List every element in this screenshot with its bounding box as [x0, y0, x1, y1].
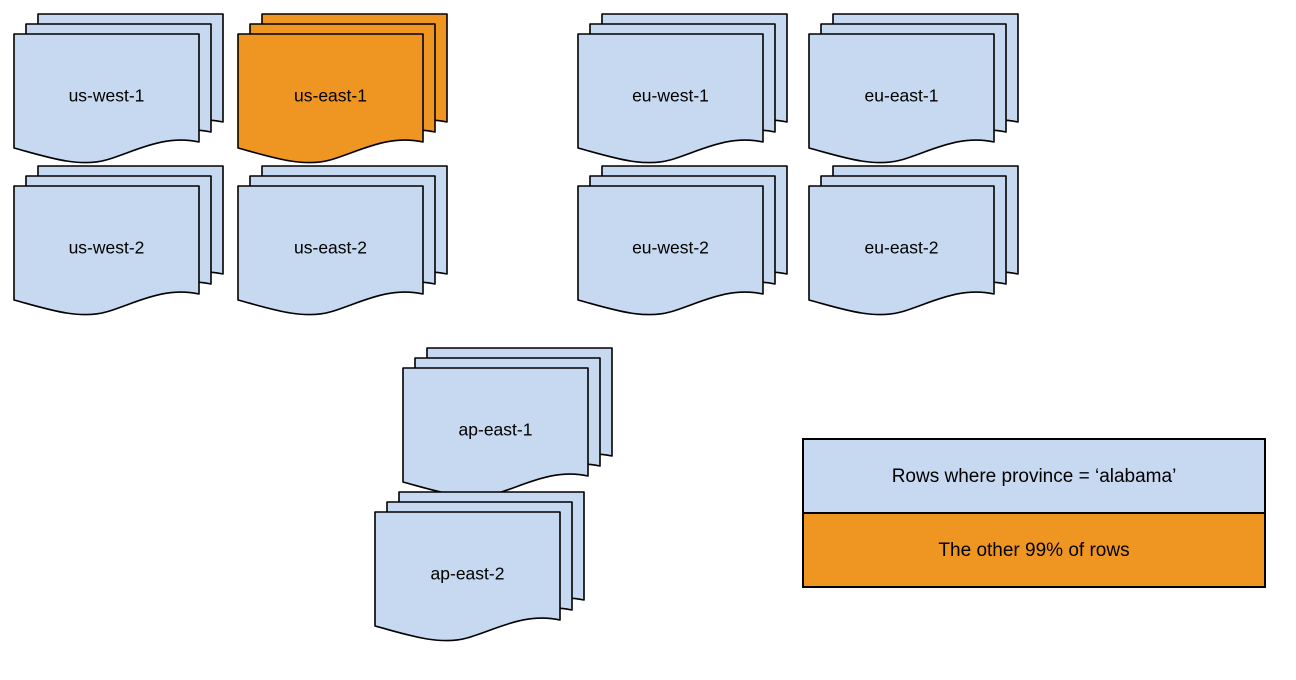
- document-stack-ap-east-2[interactable]: ap-east-2: [374, 491, 585, 642]
- document-stack-eu-west-2[interactable]: eu-west-2: [577, 165, 788, 316]
- document-stack-label: us-east-1: [294, 86, 367, 106]
- document-stack-us-west-1[interactable]: us-west-1: [13, 13, 224, 164]
- document-stack-label: ap-east-1: [459, 420, 533, 440]
- document-stack-us-west-2[interactable]: us-west-2: [13, 165, 224, 316]
- document-stack-label: us-west-2: [69, 238, 145, 258]
- document-stack-label: eu-east-1: [865, 86, 939, 106]
- document-stack-label: ap-east-2: [431, 564, 505, 584]
- document-stack-label: eu-west-1: [632, 86, 709, 106]
- document-stack-ap-east-1[interactable]: ap-east-1: [402, 347, 613, 498]
- legend-rows-alabama-label: Rows where province = ‘alabama’: [892, 466, 1177, 487]
- legend-other-rows-label: The other 99% of rows: [938, 540, 1129, 561]
- document-stack-eu-east-2[interactable]: eu-east-2: [808, 165, 1019, 316]
- document-stack-label: us-west-1: [69, 86, 145, 106]
- legend-rows-alabama-swatch: [802, 438, 1266, 514]
- document-stack-label: us-east-2: [294, 238, 367, 258]
- document-stack-label: eu-east-2: [865, 238, 939, 258]
- document-stack-eu-east-1[interactable]: eu-east-1: [808, 13, 1019, 164]
- document-stack-us-east-2[interactable]: us-east-2: [237, 165, 448, 316]
- document-stack-eu-west-1[interactable]: eu-west-1: [577, 13, 788, 164]
- legend-other-rows-swatch: [802, 512, 1266, 588]
- document-stack-us-east-1[interactable]: us-east-1: [237, 13, 448, 164]
- document-stack-label: eu-west-2: [632, 238, 709, 258]
- legend: Rows where province = ‘alabama’ The other…: [802, 438, 1266, 588]
